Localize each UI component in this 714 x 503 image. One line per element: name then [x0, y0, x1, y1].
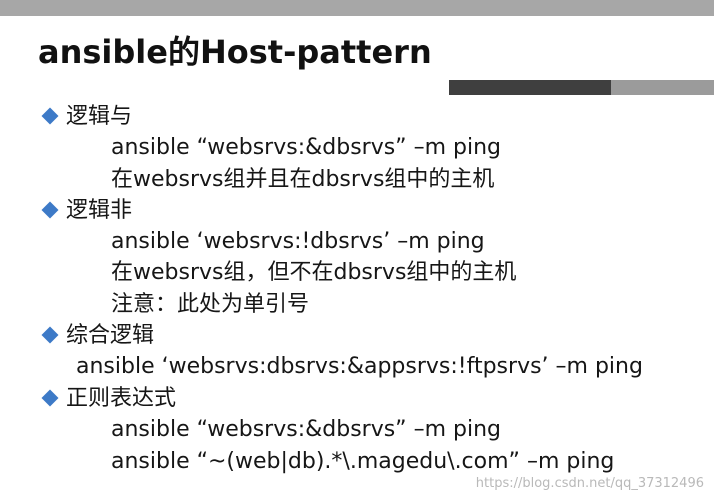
section-heading: 逻辑非 [66, 198, 133, 223]
diamond-bullet-icon [41, 326, 59, 343]
code-line: ansible “websrvs:&dbsrvs” –m ping [111, 417, 501, 442]
code-line: ansible ‘websrvs:dbsrvs:&appsrvs:!ftpsrv… [76, 354, 643, 379]
note-line: 注意：此处为单引号 [111, 292, 310, 317]
diamond-bullet-icon [41, 107, 59, 124]
section-heading: 综合逻辑 [66, 323, 155, 348]
bullet-item: 正则表达式 [40, 385, 176, 413]
code-line: ansible “~(web|db).*\.magedu\.com” –m pi… [111, 449, 615, 474]
accent-bar-light [611, 80, 714, 95]
description-line: 在websrvs组并且在dbsrvs组中的主机 [111, 167, 495, 192]
diamond-bullet-icon [41, 201, 59, 218]
accent-bar-dark [449, 80, 611, 95]
description-line: 在websrvs组，但不在dbsrvs组中的主机 [111, 260, 517, 285]
code-line: ansible ‘websrvs:!dbsrvs’ –m ping [111, 229, 485, 254]
section-heading: 逻辑与 [66, 104, 133, 129]
section-heading: 正则表达式 [66, 386, 177, 411]
top-band [0, 0, 714, 16]
code-line: ansible “websrvs:&dbsrvs” –m ping [111, 135, 501, 160]
bullet-item: 逻辑非 [40, 197, 132, 225]
watermark: https://blog.csdn.net/qq_37312496 [475, 476, 704, 491]
bullet-item: 综合逻辑 [40, 322, 154, 350]
diamond-bullet-icon [41, 389, 59, 406]
bullet-item: 逻辑与 [40, 103, 132, 131]
slide-title: ansible的Host-pattern [38, 33, 432, 71]
